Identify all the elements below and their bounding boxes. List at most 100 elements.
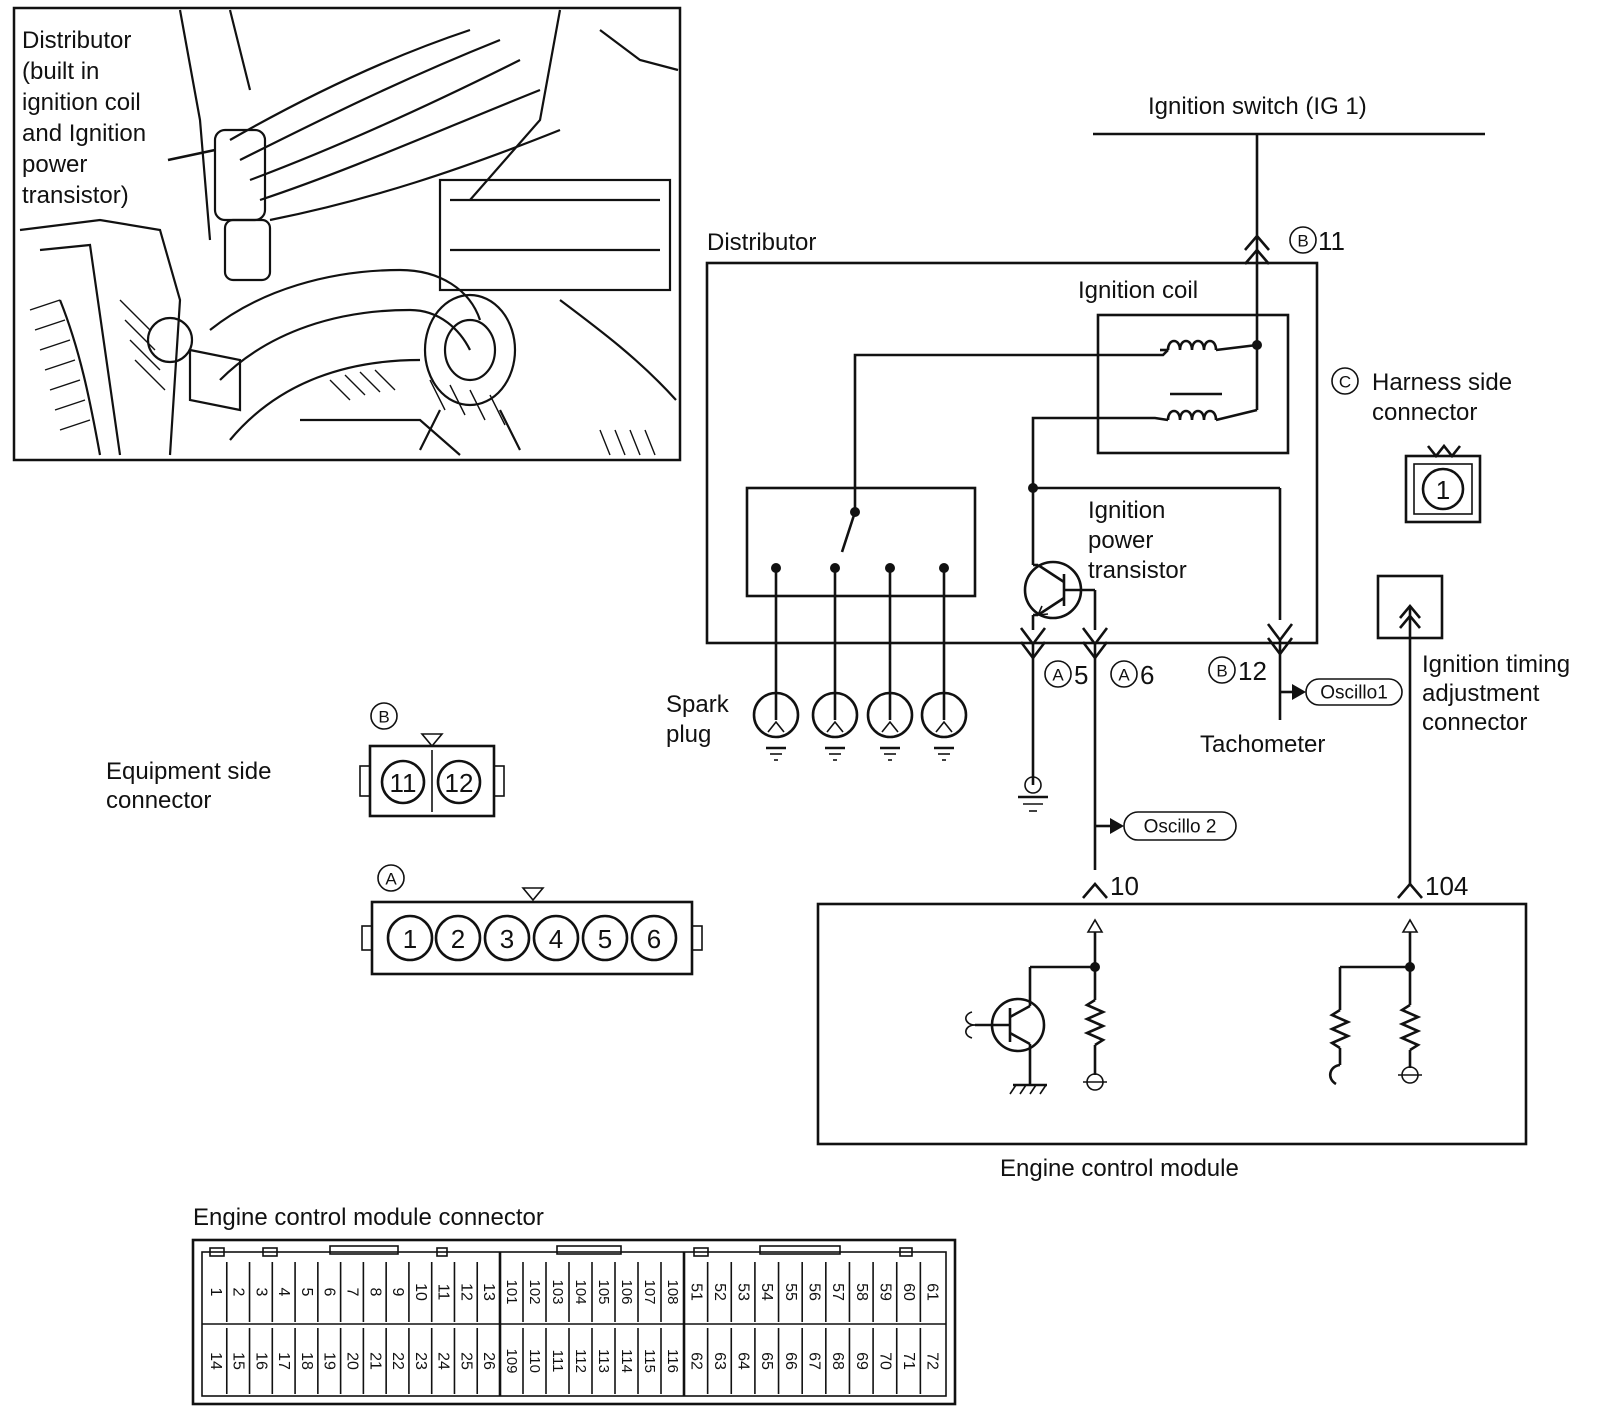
svg-text:B: B (1297, 232, 1308, 251)
ecm-pin-label: 109 (503, 1348, 520, 1373)
svg-text:104: 104 (1425, 871, 1468, 901)
distributor-box: Distributor (705, 229, 1319, 645)
ecm-pin-label: 64 (735, 1352, 752, 1370)
ecm-pin-label: 53 (735, 1283, 752, 1301)
ecm-pin-label: 23 (412, 1352, 429, 1370)
ecm-pin-label: 5 (298, 1288, 315, 1297)
ecm-pin-label: 6 (321, 1288, 338, 1297)
ecm-pin-label: 70 (876, 1352, 893, 1370)
distributor-rotor (745, 486, 977, 720)
ecm-pin-label: 116 (664, 1349, 681, 1373)
harness-side-connector: C Harness side connector 1 (1331, 367, 1519, 524)
connector-a: A 1 2 3 4 5 6 (361, 864, 703, 976)
svg-text:4: 4 (549, 924, 563, 954)
svg-text:5: 5 (1074, 660, 1088, 690)
ignition-switch-bus: Ignition switch (IG 1) (1093, 93, 1485, 232)
ignition-power-transistor: Ignition power transistor (1023, 483, 1282, 630)
svg-text:6: 6 (1140, 660, 1154, 690)
svg-text:10: 10 (1110, 871, 1139, 901)
spark-plug-icon (920, 691, 968, 761)
ecm-pin-label: 111 (549, 1350, 566, 1373)
ecm-connector-label: Engine control module connector (193, 1204, 544, 1231)
ecm-pin-label: 105 (595, 1279, 612, 1304)
ecm-pin-label: 114 (618, 1349, 635, 1373)
ecm-pin-label: 108 (664, 1279, 681, 1304)
ecm-resistor-icon (1398, 1003, 1422, 1052)
ecm-pin-label: 17 (275, 1352, 292, 1370)
ecm-pin-label: 59 (876, 1283, 893, 1301)
marker-c-icon (1331, 367, 1359, 395)
marker-b-icon (1289, 226, 1317, 254)
ecm-pin-label: 13 (480, 1283, 497, 1301)
spark-plugs: Spark plug (666, 691, 968, 761)
primary-winding-icon (1166, 339, 1218, 351)
ecm-pin-label: 21 (366, 1352, 383, 1370)
ignition-timing-connector: Ignition timing adjustment connector (1376, 574, 1570, 884)
ecm-pin-label: 63 (711, 1352, 728, 1370)
terminal-b11: B 11 (1244, 226, 1345, 345)
svg-text:A: A (1052, 666, 1064, 685)
ecm-pin-label: 19 (321, 1352, 338, 1370)
ecm-terminal-10: 10 (1082, 871, 1139, 901)
ecm-pin-label: 55 (782, 1283, 799, 1301)
ecm-ground-icon (1009, 1083, 1047, 1095)
svg-text:11: 11 (1318, 226, 1345, 256)
harness-side-label: Harness side connector (1372, 369, 1519, 426)
ecm-pin-label: 62 (687, 1352, 704, 1370)
transistor-label: Ignition power transistor (1088, 497, 1187, 584)
ecm-pin-label: 18 (298, 1352, 315, 1370)
svg-text:1: 1 (1436, 475, 1450, 505)
ecm-label: Engine control module (1000, 1155, 1239, 1182)
ecm-terminal-104: 104 (1397, 871, 1468, 901)
equipment-side-label: Equipment side connector (106, 758, 278, 814)
ecm-pin-label: 26 (480, 1352, 497, 1370)
ecm-pin-label: 113 (595, 1349, 612, 1373)
equipment-side-connector: B Equipment side connector 11 12 (106, 702, 505, 818)
ecm-pin-label: 12 (457, 1283, 474, 1301)
ecm-pin-label: 69 (853, 1352, 870, 1370)
ecm-pin-label: 4 (275, 1288, 292, 1297)
ecm-pin-label: 107 (641, 1279, 658, 1304)
ecm-pin-label: 65 (758, 1352, 775, 1370)
ecm-pin-label: 112 (572, 1349, 589, 1373)
svg-text:2: 2 (451, 924, 465, 954)
svg-text:Oscillo1: Oscillo1 (1320, 683, 1388, 704)
terminal-a6: A 6 (1081, 627, 1154, 870)
ecm-pin-label: 2 (230, 1288, 247, 1297)
ecm-pin-label: 54 (758, 1283, 775, 1301)
ecm-pin-label: 1 (207, 1288, 224, 1297)
ecm-resistor-icon (1328, 1008, 1352, 1050)
ecm-pin-label: 104 (572, 1279, 589, 1304)
svg-text:B: B (1216, 662, 1227, 681)
spark-plug-icon (866, 691, 914, 761)
ecm-pin-label: 10 (412, 1283, 429, 1301)
engine-bay-illustration: Distributor (built in ignition coil and … (12, 6, 682, 462)
photo-distributor-label: Distributor (built in ignition coil and … (22, 27, 153, 209)
ecm-transistor-icon (965, 997, 1046, 1053)
ecm-pin-label: 7 (344, 1288, 361, 1297)
tachometer-label: Tachometer (1200, 731, 1325, 758)
ignition-switch-label: Ignition switch (IG 1) (1148, 93, 1367, 120)
ecm-pin-label: 60 (900, 1283, 917, 1301)
engine-control-module: Engine control module (816, 902, 1528, 1182)
ecm-resistor-icon (1083, 998, 1107, 1047)
svg-text:Oscillo 2: Oscillo 2 (1144, 817, 1217, 838)
ecm-pin-label: 22 (389, 1352, 406, 1370)
ecm-pin-label: 58 (853, 1283, 870, 1301)
svg-text:5: 5 (598, 924, 612, 954)
ground-icon (1018, 776, 1048, 812)
ecm-pin-label: 103 (549, 1279, 566, 1304)
rotor-arm (840, 511, 857, 553)
ecm-pin-label: 115 (641, 1349, 658, 1373)
svg-text:3: 3 (500, 924, 514, 954)
ecm-pin-label: 8 (366, 1288, 383, 1297)
photo-leader-line (167, 148, 216, 162)
ecm-pin-label: 16 (252, 1352, 269, 1370)
ecm-pin-label: 14 (207, 1352, 224, 1370)
spark-plug-label: Spark plug (666, 691, 735, 748)
ecm-pin-label: 25 (457, 1352, 474, 1370)
secondary-winding-icon (1166, 409, 1218, 421)
